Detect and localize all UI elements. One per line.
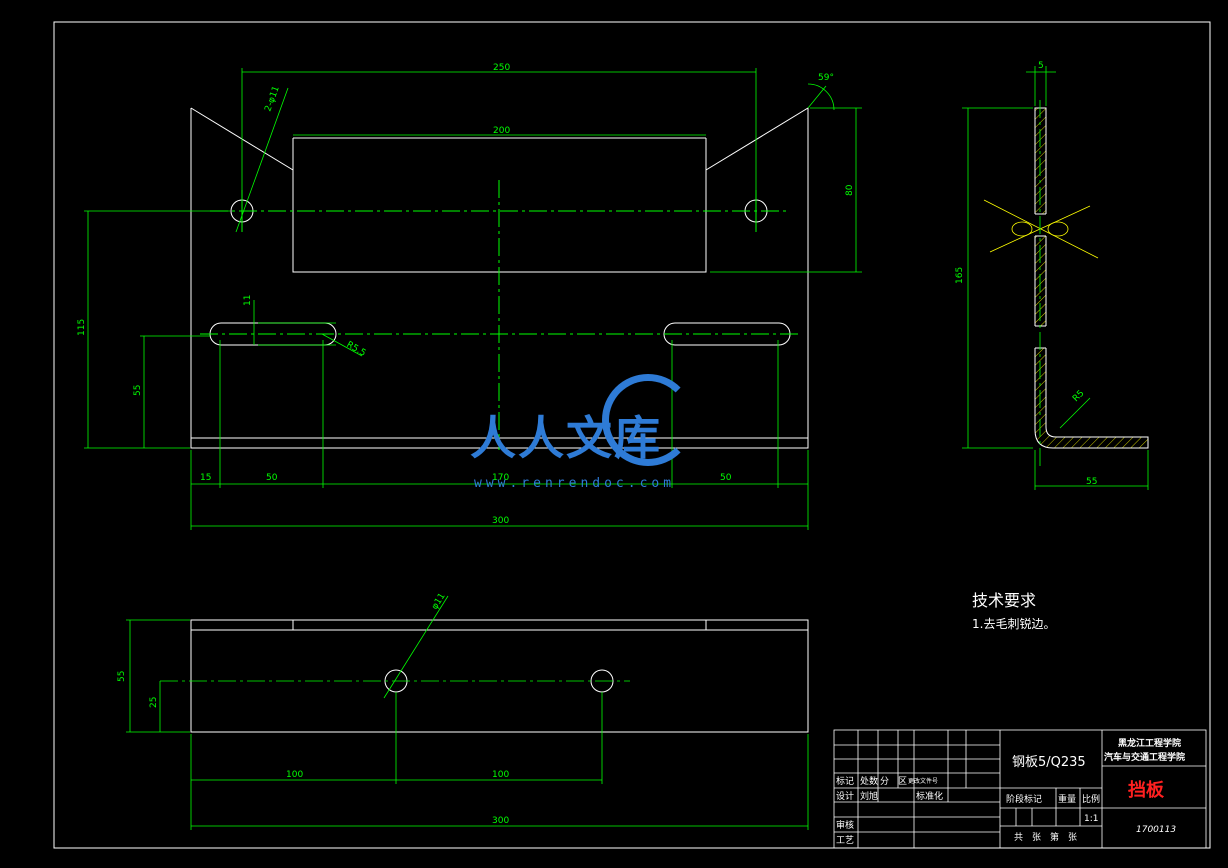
tb-zone: 分 区 (880, 776, 907, 787)
tb-school: 黑龙江工程学院 (1118, 737, 1181, 749)
dim-phi11: φ11 (430, 592, 448, 612)
bottom-outline (190, 619, 809, 733)
dim-55-bottom: 55 (117, 671, 127, 682)
title-block (833, 729, 1207, 849)
dim-100-left: 100 (286, 770, 303, 780)
side-view: 5 165 R5 55 (955, 61, 1149, 490)
tb-review: 审核 (836, 819, 854, 831)
tb-stage-mark: 阶段标记 (1006, 793, 1042, 805)
tb-drawing-no: 1700113 (1136, 825, 1176, 835)
side-profile (1034, 107, 1149, 449)
dim-100-right: 100 (492, 770, 509, 780)
dim-170: 170 (492, 473, 509, 483)
sheet-border (53, 21, 1211, 849)
dim-15: 15 (200, 473, 211, 483)
tech-req-title: 技术要求 (972, 591, 1036, 610)
tb-process: 工艺 (836, 835, 854, 846)
tb-designer: 刘旭 (860, 790, 878, 802)
dim-55-front: 55 (133, 385, 143, 396)
dim-50-left: 50 (266, 473, 278, 483)
dim-r5-5: R5.5 (345, 340, 368, 359)
tb-material: 钢板5/Q235 (1012, 755, 1086, 770)
tb-sheets: 共 张 第 张 (1014, 831, 1077, 843)
tb-design: 设计 (836, 790, 854, 802)
dim-55-side: 55 (1086, 477, 1097, 487)
dim-165: 165 (955, 267, 965, 284)
technical-requirements: 技术要求 1.去毛刺锐边。 (972, 591, 1055, 631)
tb-change-doc: 更改文件号 (908, 777, 938, 785)
tb-mark: 标记 (836, 775, 854, 787)
tb-count: 处数 (860, 775, 878, 787)
dim-25: 25 (149, 697, 159, 708)
dim-5: 5 (1038, 61, 1044, 71)
tb-standardize: 标准化 (916, 790, 943, 802)
bottom-view: φ11 55 25 100 100 300 (117, 592, 809, 830)
tb-weight: 重量 (1058, 793, 1076, 805)
dim-300-front: 300 (492, 516, 509, 526)
dim-115: 115 (77, 319, 87, 336)
dim-300-bottom: 300 (492, 816, 509, 826)
tb-department: 汽车与交通工程学院 (1104, 751, 1185, 763)
dim-50-right: 50 (720, 473, 732, 483)
tb-ratio: 比例 (1082, 793, 1100, 805)
tb-part-name: 挡板 (1128, 779, 1165, 801)
dim-11: 11 (243, 295, 253, 306)
dim-r5: R5 (1071, 389, 1087, 405)
dim-250: 250 (493, 63, 510, 73)
dim-2phi11: 2-φ11 (263, 85, 281, 113)
dim-59deg: 59° (818, 73, 834, 83)
dim-80: 80 (845, 184, 855, 196)
tb-scale: 1:1 (1084, 814, 1098, 824)
title-block-text: 标记 处数 分 区 更改文件号 设计 刘旭 标准化 审核 工艺 钢板5/Q235… (836, 737, 1185, 846)
front-view: 250 200 2-φ11 59° 80 115 55 11 R5.5 15 5… (77, 63, 862, 530)
dim-200: 200 (493, 126, 510, 136)
tech-req-item-1: 1.去毛刺锐边。 (972, 617, 1055, 631)
